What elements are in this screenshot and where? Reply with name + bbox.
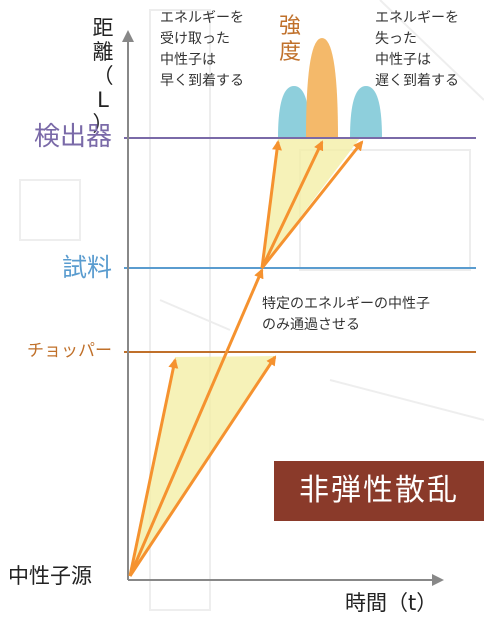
background-pattern (19, 0, 484, 611)
chopper-label: チョッパー (27, 341, 112, 361)
y-axis-label: 距 離 （ L ） (91, 16, 115, 136)
y-axis-label-char: （ (92, 64, 114, 88)
intensity-label: 強 度 (276, 14, 304, 66)
detector-label: 検出器 (33, 122, 112, 152)
intensity-label-char: 強 (278, 14, 301, 39)
filter-note-line: 特定のエネルギーの中性子 (262, 296, 430, 312)
y-axis-label-char: 距 (92, 16, 114, 40)
fast-note-line: 中性子は (160, 52, 216, 68)
arrow-source-sample (128, 268, 264, 577)
slow-note-line: 遅く到着する (375, 73, 459, 89)
peak-slow (350, 86, 382, 138)
slow-note-line: 失った (375, 31, 417, 47)
y-axis-label-char: ） (92, 112, 114, 136)
arrow-sample-elastic (260, 140, 324, 269)
fast-note: エネルギーを 受け取った 中性子は 早く到着する (160, 8, 244, 92)
slow-note-line: 中性子は (375, 52, 431, 68)
peak-fast (278, 86, 310, 138)
intensity-label-char: 度 (278, 40, 301, 65)
sample-label: 試料 (61, 253, 112, 282)
fast-note-line: エネルギーを (160, 10, 244, 26)
arrow-source-fast (128, 358, 179, 577)
arrow-sample-fast (260, 140, 282, 269)
fast-note-line: 受け取った (160, 31, 230, 47)
slow-note: エネルギーを 失った 中性子は 遅く到着する (375, 8, 459, 92)
peak-elastic (306, 38, 338, 138)
y-axis-label-char: L (97, 88, 109, 112)
fast-note-line: 早く到着する (160, 73, 244, 89)
source-label: 中性子源 (8, 564, 92, 588)
filter-note-line: のみ通過させる (262, 317, 360, 333)
y-axis-label-char: 離 (92, 40, 114, 64)
arrow-sample-slow (260, 140, 364, 269)
inelastic-scattering-badge: 非弾性散乱 (274, 461, 484, 521)
filter-note: 特定のエネルギーの中性子 のみ通過させる (262, 294, 430, 336)
slow-note-line: エネルギーを (375, 10, 459, 26)
arrow-source-slow (128, 355, 277, 577)
x-axis-label: 時間（t） (345, 591, 438, 615)
